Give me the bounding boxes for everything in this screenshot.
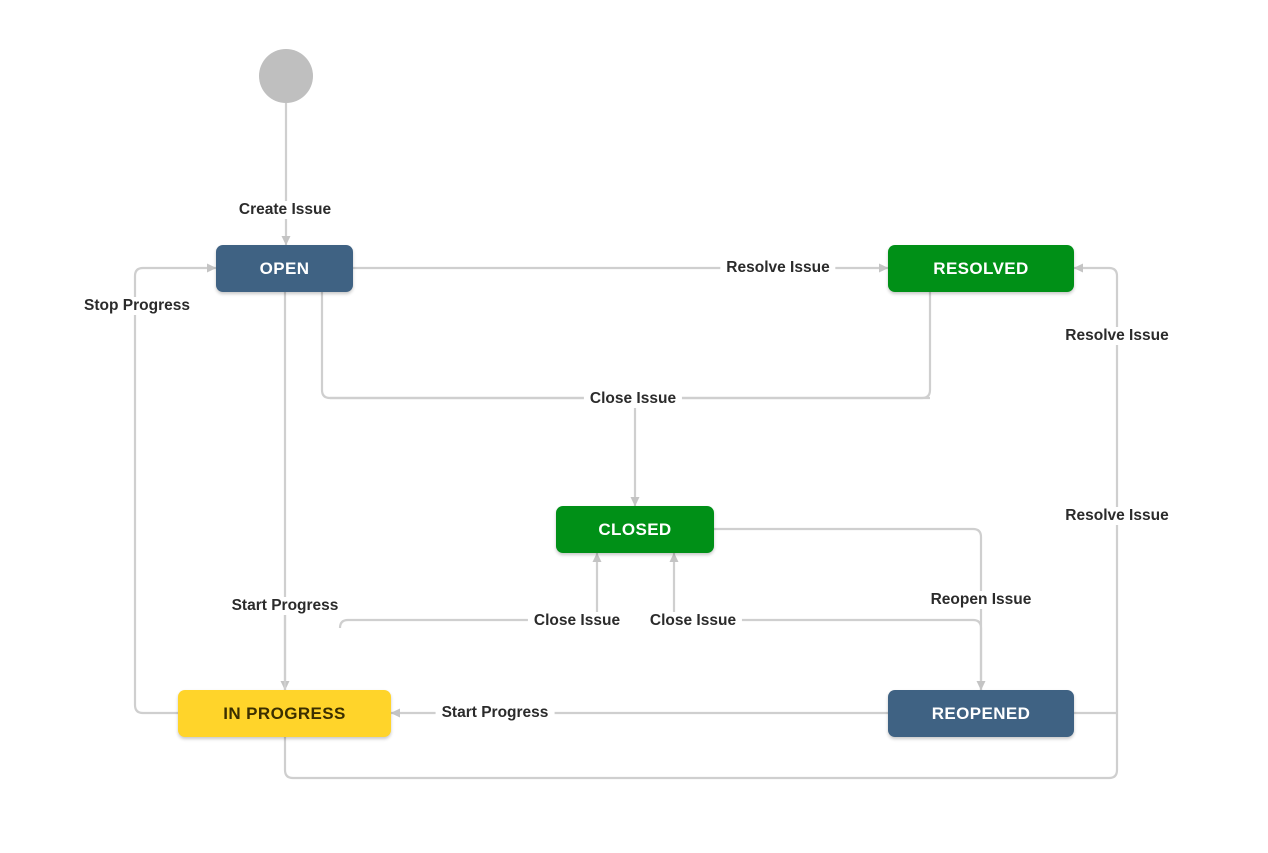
edge-label-resolve-issue-lower: Resolve Issue bbox=[1059, 507, 1175, 525]
edge-label-start-progress-down: Start Progress bbox=[225, 597, 345, 615]
edge-resolved-to-closeissue-bus bbox=[330, 292, 932, 400]
edge-label-resolve-issue-open: Resolve Issue bbox=[720, 259, 836, 277]
edge-reopened-to-closed bbox=[674, 618, 983, 690]
edge-inprogress-to-open bbox=[133, 263, 217, 715]
state-node-reopened[interactable]: REOPENED bbox=[888, 690, 1074, 737]
edge-label-start-progress-side: Start Progress bbox=[435, 704, 555, 722]
state-node-open[interactable]: OPEN bbox=[216, 245, 353, 292]
state-label-in-progress: IN PROGRESS bbox=[223, 703, 346, 723]
edge-label-close-issue-right: Close Issue bbox=[643, 612, 743, 630]
edge-label-stop-progress: Stop Progress bbox=[78, 297, 196, 315]
state-node-resolved[interactable]: RESOLVED bbox=[888, 245, 1074, 292]
state-label-reopened: REOPENED bbox=[931, 703, 1031, 723]
edge-inprogress-closed-bus bbox=[338, 618, 597, 629]
state-label-open: OPEN bbox=[259, 258, 310, 278]
edge-open-to-closeissue-bus bbox=[320, 292, 930, 400]
edge-label-reopen-issue: Reopen Issue bbox=[924, 591, 1038, 609]
edge-inprogress-to-resolved bbox=[283, 263, 1119, 780]
state-label-resolved: RESOLVED bbox=[933, 258, 1029, 278]
start-state-circle bbox=[259, 49, 313, 103]
state-node-in-progress[interactable]: IN PROGRESS bbox=[178, 690, 391, 737]
edge-label-close-issue-top: Close Issue bbox=[583, 390, 683, 408]
state-label-closed: CLOSED bbox=[598, 519, 672, 539]
state-node-closed[interactable]: CLOSED bbox=[556, 506, 714, 553]
edge-label-close-issue-left: Close Issue bbox=[527, 612, 627, 630]
edge-label-resolve-issue-upper: Resolve Issue bbox=[1059, 327, 1175, 345]
edge-label-create-issue: Create Issue bbox=[232, 201, 338, 219]
edge-closed-to-reopened bbox=[714, 527, 986, 691]
